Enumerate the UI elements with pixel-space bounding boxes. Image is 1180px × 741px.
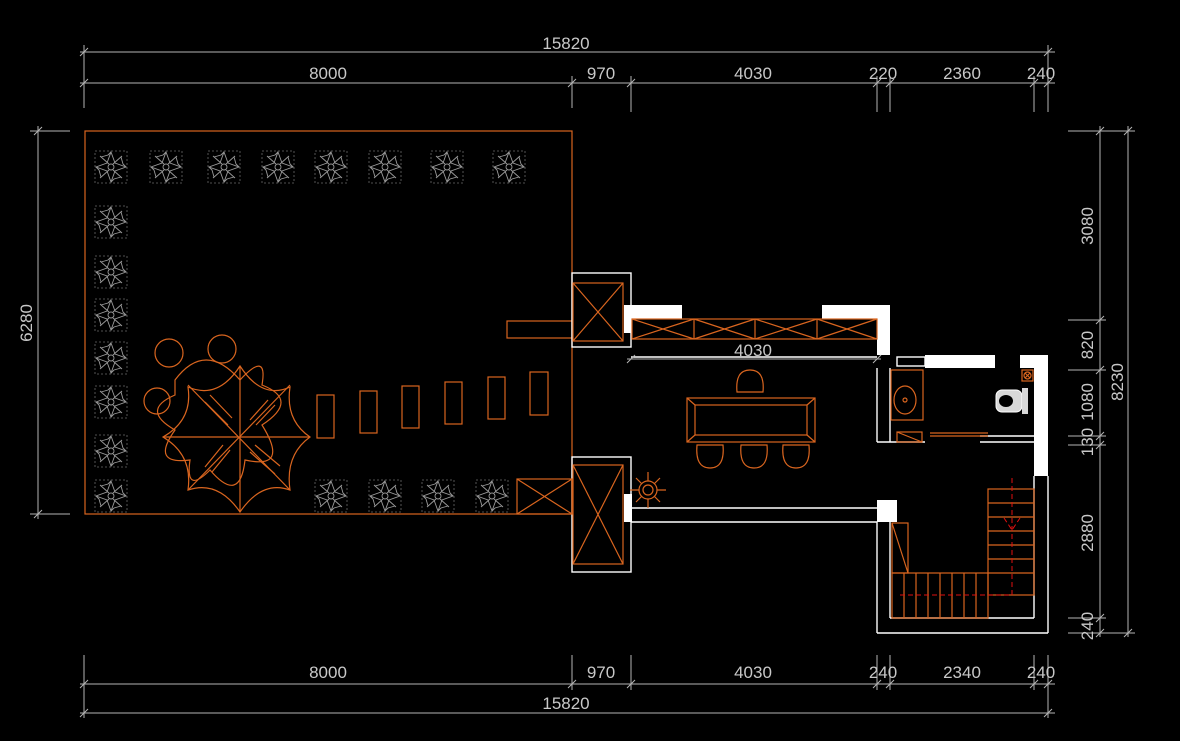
plant-icon	[475, 479, 509, 513]
top-dimension-2360: 2360	[943, 64, 981, 83]
plant-icon	[314, 150, 348, 184]
planter-plants	[94, 150, 526, 513]
plant-icon	[94, 255, 128, 289]
interior-width-dimension: 4030	[734, 341, 772, 360]
top-dimension-220: 220	[869, 64, 897, 83]
lamp-icon	[630, 472, 666, 508]
plant-icon	[492, 150, 526, 184]
terrace-area	[84, 130, 573, 515]
bathroom-fixtures	[890, 356, 1034, 443]
top-total-dimension: 15820	[542, 34, 589, 53]
top-dimension-4030: 4030	[734, 64, 772, 83]
dining-table	[686, 369, 816, 469]
top-dimension-970: 970	[587, 64, 615, 83]
plant-icon	[261, 150, 295, 184]
bottom-dimension-240b: 240	[1027, 663, 1055, 682]
counter-cabinets	[631, 318, 878, 340]
floor-drain-icon	[1021, 369, 1034, 382]
bottom-dimension-8000: 8000	[309, 663, 347, 682]
plant-icon	[94, 150, 128, 184]
right-dimension-240: 240	[1078, 612, 1097, 640]
interior-dimension: 4030	[626, 341, 882, 364]
top-dimension-240: 240	[1027, 64, 1055, 83]
stepping-stones	[316, 371, 549, 439]
plant-icon	[430, 150, 464, 184]
plant-icon	[421, 479, 455, 513]
building-walls	[516, 272, 1049, 634]
plant-icon	[368, 479, 402, 513]
plant-icon	[94, 385, 128, 419]
umbrella-seating	[143, 334, 312, 514]
terrace-bench	[506, 320, 573, 339]
right-dimension-chain: 3080 820 1080 130 2880 240 8230	[1068, 126, 1135, 640]
bottom-dimension-240: 240	[869, 663, 897, 682]
right-dimension-130: 130	[1078, 428, 1097, 456]
right-dimension-2880: 2880	[1078, 514, 1097, 552]
plant-icon	[94, 298, 128, 332]
top-dimension-8000: 8000	[309, 64, 347, 83]
toilet-icon	[995, 388, 1028, 414]
plant-icon	[314, 479, 348, 513]
bottom-total-dimension: 15820	[542, 694, 589, 713]
bottom-dimension-chain: 8000 970 4030 240 2340 240 15820	[79, 655, 1055, 718]
top-dimension-chain: 15820 8000 970 4030 220 2360 240	[79, 34, 1055, 112]
staircase	[891, 478, 1035, 619]
plant-icon	[149, 150, 183, 184]
plant-icon	[368, 150, 402, 184]
right-dimension-1080: 1080	[1078, 383, 1097, 421]
bottom-dimension-2340: 2340	[943, 663, 981, 682]
plant-icon	[94, 479, 128, 513]
right-dimension-820: 820	[1078, 331, 1097, 359]
bottom-dimension-4030: 4030	[734, 663, 772, 682]
plant-icon	[207, 150, 241, 184]
left-dimension: 6280	[17, 126, 70, 519]
left-total-dimension: 6280	[17, 304, 36, 342]
plant-icon	[94, 205, 128, 239]
right-dimension-3080: 3080	[1078, 207, 1097, 245]
bottom-dimension-970: 970	[587, 663, 615, 682]
right-total-dimension: 8230	[1108, 363, 1127, 401]
plant-icon	[94, 434, 128, 468]
plant-icon	[94, 341, 128, 375]
